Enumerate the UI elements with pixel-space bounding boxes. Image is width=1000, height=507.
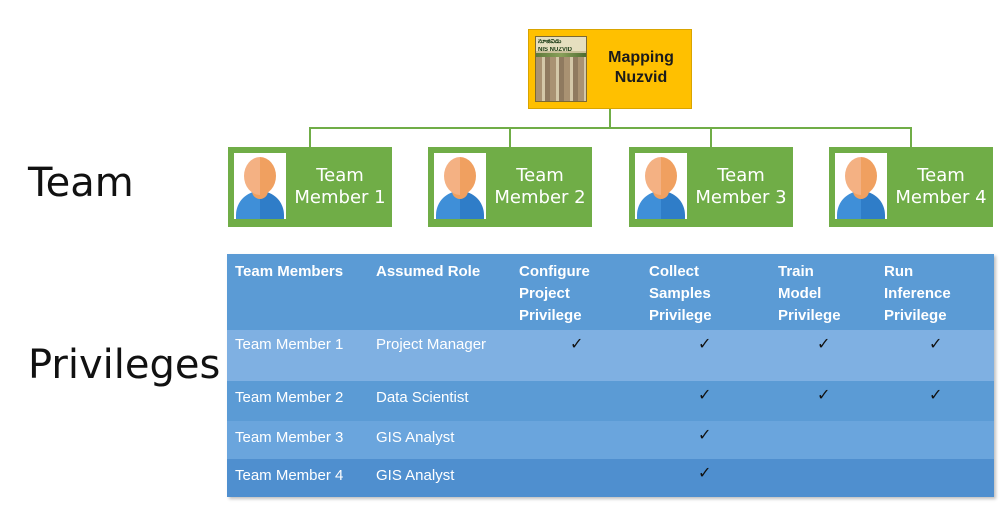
connector-horizontal (309, 127, 912, 129)
team-member-3-card: Team Member 3 (629, 147, 793, 227)
team-section-label: Team (28, 160, 134, 206)
check-mark-icon: ✓ (817, 334, 831, 353)
member-name-line1: Team (717, 165, 765, 186)
header-configure-project-privilege: Configure Project Privilege (519, 263, 590, 324)
table-header-row: Team Members Assumed Role Configure Proj… (227, 254, 994, 330)
cell-member: Team Member 3 (235, 429, 344, 446)
member-name-line2: Member 2 (494, 187, 586, 208)
cell-role: GIS Analyst (376, 467, 455, 484)
member-name-line1: Team (316, 165, 364, 186)
table-row: Team Member 3 GIS Analyst ✓ (227, 421, 994, 459)
connector-member-1 (309, 127, 311, 147)
privileges-table: Team Members Assumed Role Configure Proj… (227, 254, 994, 497)
root-title-line1: Mapping (608, 49, 674, 66)
check-mark-icon: ✓ (570, 334, 584, 353)
person-icon (635, 153, 687, 219)
person-icon (835, 153, 887, 219)
person-icon (234, 153, 286, 219)
header-team-members: Team Members (235, 263, 344, 280)
check-mark-icon: ✓ (929, 385, 943, 404)
header-run-inference-privilege: Run Inference Privilege (884, 263, 951, 324)
check-mark-icon: ✓ (698, 463, 712, 482)
person-icon (434, 153, 486, 219)
check-mark-icon: ✓ (698, 385, 712, 404)
table-row: Team Member 4 GIS Analyst ✓ (227, 459, 994, 497)
connector-member-2 (509, 127, 511, 147)
check-mark-icon: ✓ (698, 334, 712, 353)
photo-sign-english-text: NIS NUZVID (538, 47, 573, 53)
table-row: Team Member 1 Project Manager ✓ ✓ ✓ ✓ (227, 330, 994, 381)
team-member-1-card: Team Member 1 (228, 147, 392, 227)
header-collect-samples-privilege: Collect Samples Privilege (649, 263, 712, 324)
cell-role: Data Scientist (376, 389, 469, 406)
cell-role: GIS Analyst (376, 429, 455, 446)
connector-root-down (609, 109, 611, 128)
cell-member: Team Member 2 (235, 389, 344, 406)
check-mark-icon: ✓ (698, 425, 712, 444)
cell-role: Project Manager (376, 336, 487, 353)
privileges-section-label: Privileges (28, 342, 221, 388)
member-name-line2: Member 4 (895, 187, 987, 208)
header-assumed-role: Assumed Role (376, 263, 481, 280)
table-row: Team Member 2 Data Scientist ✓ ✓ ✓ (227, 381, 994, 421)
root-node-title: Mapping Nuzvid (591, 48, 691, 88)
root-node-mapping-nuzvid: నూజివీడు NIS NUZVID Mapping Nuzvid (528, 29, 692, 109)
connector-member-4 (910, 127, 912, 147)
nuzvid-sign-photo: నూజివీడు NIS NUZVID (535, 36, 587, 102)
member-name-line1: Team (917, 165, 965, 186)
member-name-line2: Member 1 (294, 187, 386, 208)
root-title-line2: Nuzvid (614, 69, 668, 86)
check-mark-icon: ✓ (929, 334, 943, 353)
member-name-line2: Member 3 (695, 187, 787, 208)
check-mark-icon: ✓ (817, 385, 831, 404)
connector-member-3 (710, 127, 712, 147)
cell-member: Team Member 1 (235, 336, 344, 353)
team-member-2-card: Team Member 2 (428, 147, 592, 227)
header-train-model-privilege: Train Model Privilege (778, 263, 841, 324)
photo-sign-telugu-text: నూజివీడు (538, 39, 562, 45)
team-member-4-card: Team Member 4 (829, 147, 993, 227)
cell-member: Team Member 4 (235, 467, 344, 484)
member-name-line1: Team (516, 165, 564, 186)
